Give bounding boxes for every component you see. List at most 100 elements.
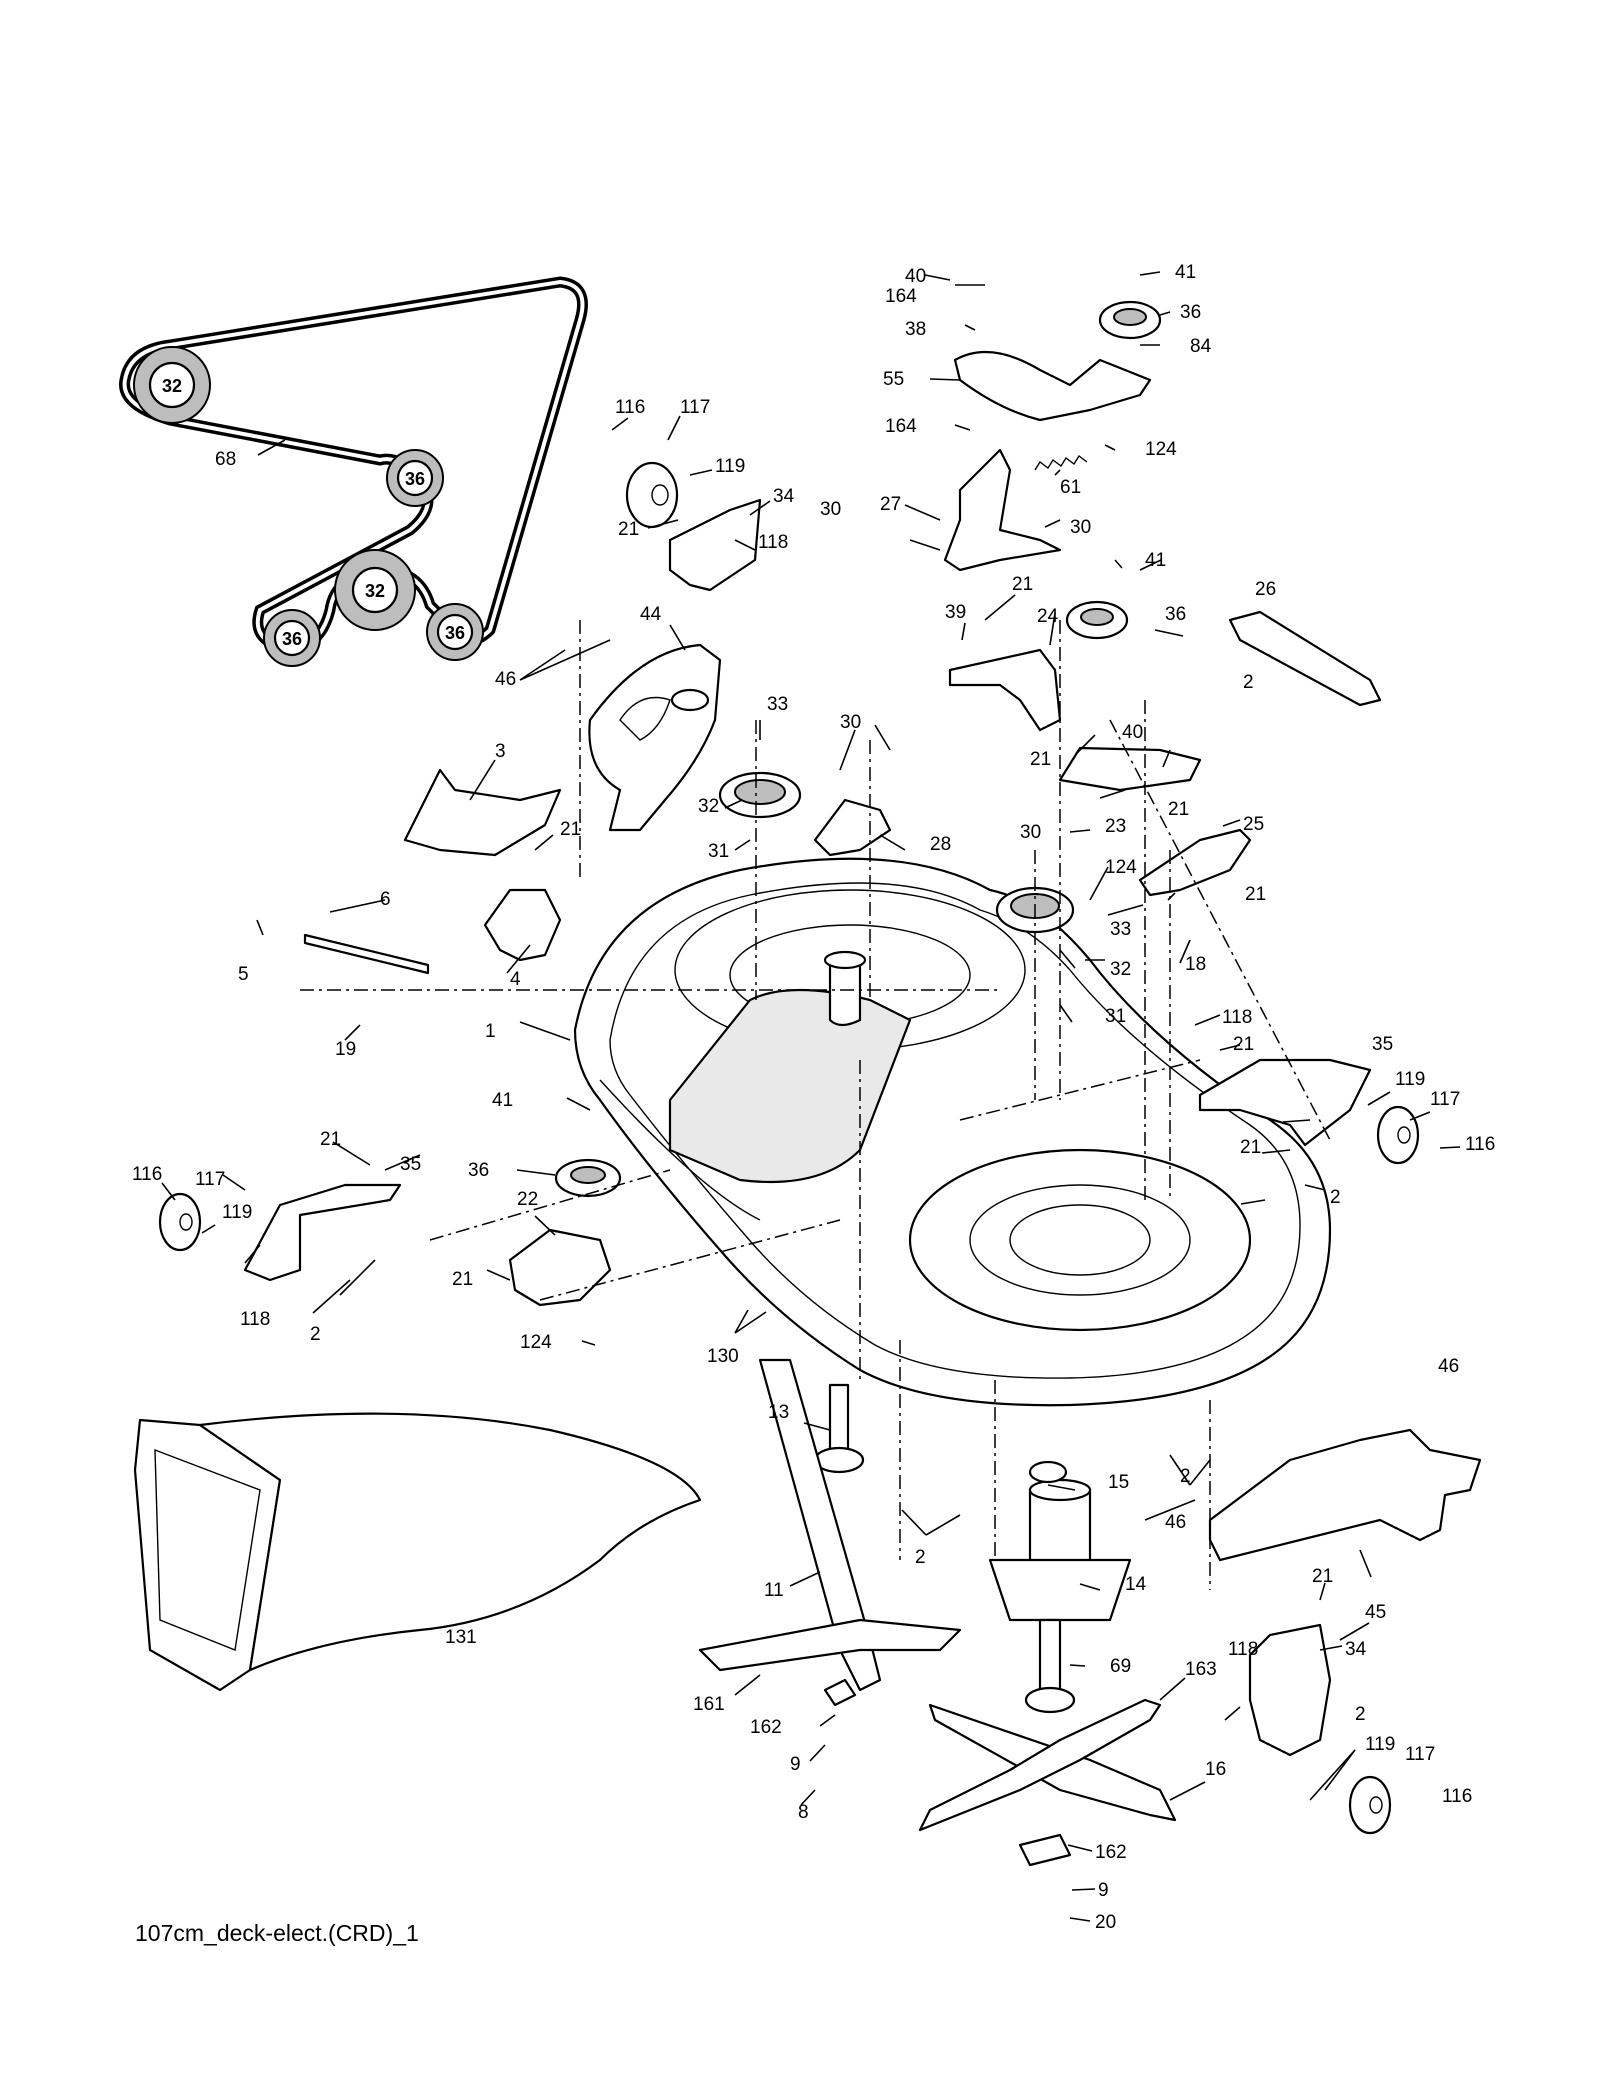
callout-118: 118 — [758, 532, 788, 553]
callout-38: 38 — [905, 319, 926, 340]
callout-13: 13 — [768, 1402, 789, 1423]
pulley — [554, 1158, 622, 1198]
pulley — [1098, 300, 1162, 340]
callout-119: 119 — [1365, 1734, 1395, 1755]
callout-118: 118 — [240, 1309, 270, 1330]
callout-21: 21 — [1030, 749, 1051, 770]
spindle-shaft — [1024, 1618, 1076, 1714]
pulley — [1065, 600, 1129, 640]
callout-4: 4 — [510, 969, 521, 990]
belt-pulley-label: 36 — [282, 629, 302, 649]
callout-9: 9 — [790, 1754, 801, 1775]
callout-117: 117 — [680, 397, 710, 418]
callout-31: 31 — [708, 841, 729, 862]
callout-34: 34 — [1345, 1639, 1367, 1660]
callout-19: 19 — [335, 1039, 356, 1060]
callout-41: 41 — [1175, 262, 1196, 283]
callout-2: 2 — [310, 1324, 321, 1345]
callout-20: 20 — [1095, 1912, 1116, 1933]
callout-32: 32 — [698, 796, 719, 817]
blade-adapter — [1018, 1833, 1072, 1867]
callout-2: 2 — [1355, 1704, 1366, 1725]
cutting-blade — [698, 1618, 962, 1672]
callout-34: 34 — [773, 486, 795, 507]
callout-2: 2 — [1243, 672, 1254, 693]
callout-21: 21 — [1233, 1034, 1254, 1055]
callout-116: 116 — [1442, 1786, 1472, 1807]
tension-bracket — [943, 448, 1062, 572]
callout-117: 117 — [1405, 1744, 1435, 1765]
tension-spring — [1034, 454, 1088, 471]
callout-26: 26 — [1255, 579, 1276, 600]
bearing-ring — [1028, 1460, 1068, 1484]
callout-117: 117 — [195, 1169, 225, 1190]
callout-24: 24 — [1037, 606, 1059, 627]
callout-31: 31 — [1105, 1006, 1126, 1027]
idler-bracket — [813, 798, 892, 857]
callout-130: 130 — [707, 1346, 739, 1367]
callout-41: 41 — [492, 1090, 513, 1111]
callout-15: 15 — [1108, 1472, 1129, 1493]
cutting-blade — [918, 1698, 1162, 1832]
spindle-housing — [988, 1478, 1132, 1622]
callout-124: 124 — [1105, 857, 1137, 878]
mounting-plate — [1058, 746, 1202, 792]
callout-16: 16 — [1205, 1759, 1226, 1780]
callout-2: 2 — [1330, 1187, 1341, 1208]
callout-124: 124 — [520, 1332, 552, 1353]
gauge-wheel — [1376, 1105, 1420, 1165]
callout-116: 116 — [132, 1164, 162, 1185]
callout-46: 46 — [1438, 1356, 1459, 1377]
callout-14: 14 — [1125, 1574, 1147, 1595]
mower-deck-housing — [573, 857, 1332, 1407]
callout-61: 61 — [1060, 477, 1081, 498]
callout-27: 27 — [880, 494, 901, 515]
callout-33: 33 — [767, 694, 788, 715]
callout-36: 36 — [1165, 604, 1186, 625]
pulley — [718, 771, 802, 819]
callout-131: 131 — [445, 1627, 477, 1648]
callout-119: 119 — [1395, 1069, 1425, 1090]
diagram-code: 107cm_deck-elect.(CRD)_1 — [135, 1920, 419, 1946]
callout-labels: 68 116 117 119 21 34 118 46 44 3 21 33 3… — [132, 262, 1495, 1933]
callout-21: 21 — [560, 819, 581, 840]
callout-116: 116 — [1465, 1134, 1495, 1155]
callout-33: 33 — [1110, 919, 1131, 940]
callout-25: 25 — [1243, 814, 1264, 835]
gauge-wheel — [158, 1192, 202, 1252]
belt-pulley-label: 32 — [365, 581, 385, 601]
callout-46: 46 — [1165, 1512, 1186, 1533]
callout-45: 45 — [1365, 1602, 1386, 1623]
callout-21: 21 — [320, 1129, 341, 1150]
deflector-shield — [1208, 1428, 1482, 1562]
callout-21: 21 — [1312, 1566, 1333, 1587]
callout-2: 2 — [915, 1547, 926, 1568]
callout-2: 2 — [1180, 1466, 1191, 1487]
callout-162: 162 — [750, 1717, 782, 1738]
idler-arm — [953, 350, 1152, 422]
deck-bracket — [403, 768, 562, 857]
callout-118: 118 — [1228, 1639, 1258, 1660]
belt-pulley-label: 36 — [445, 623, 465, 643]
callout-162: 162 — [1095, 1842, 1127, 1863]
wheel-bracket — [1198, 1058, 1372, 1147]
callout-117: 117 — [1430, 1089, 1460, 1110]
callout-30: 30 — [1070, 517, 1091, 538]
callout-119: 119 — [715, 456, 745, 477]
side-bracket — [1138, 828, 1252, 897]
callout-21: 21 — [1168, 799, 1189, 820]
wheel-bracket — [1248, 1623, 1332, 1757]
callout-21: 21 — [618, 519, 639, 540]
callout-22: 22 — [517, 1189, 538, 1210]
support-bracket — [948, 648, 1062, 732]
callout-161: 161 — [693, 1694, 725, 1715]
callout-118: 118 — [1222, 1007, 1252, 1028]
callout-35: 35 — [1372, 1034, 1393, 1055]
callout-164: 164 — [885, 416, 917, 437]
callout-163: 163 — [1185, 1659, 1217, 1680]
discharge-chute — [133, 1412, 702, 1692]
callout-21: 21 — [1012, 574, 1033, 595]
callout-119: 119 — [222, 1202, 252, 1223]
wheel-bracket — [668, 498, 762, 592]
